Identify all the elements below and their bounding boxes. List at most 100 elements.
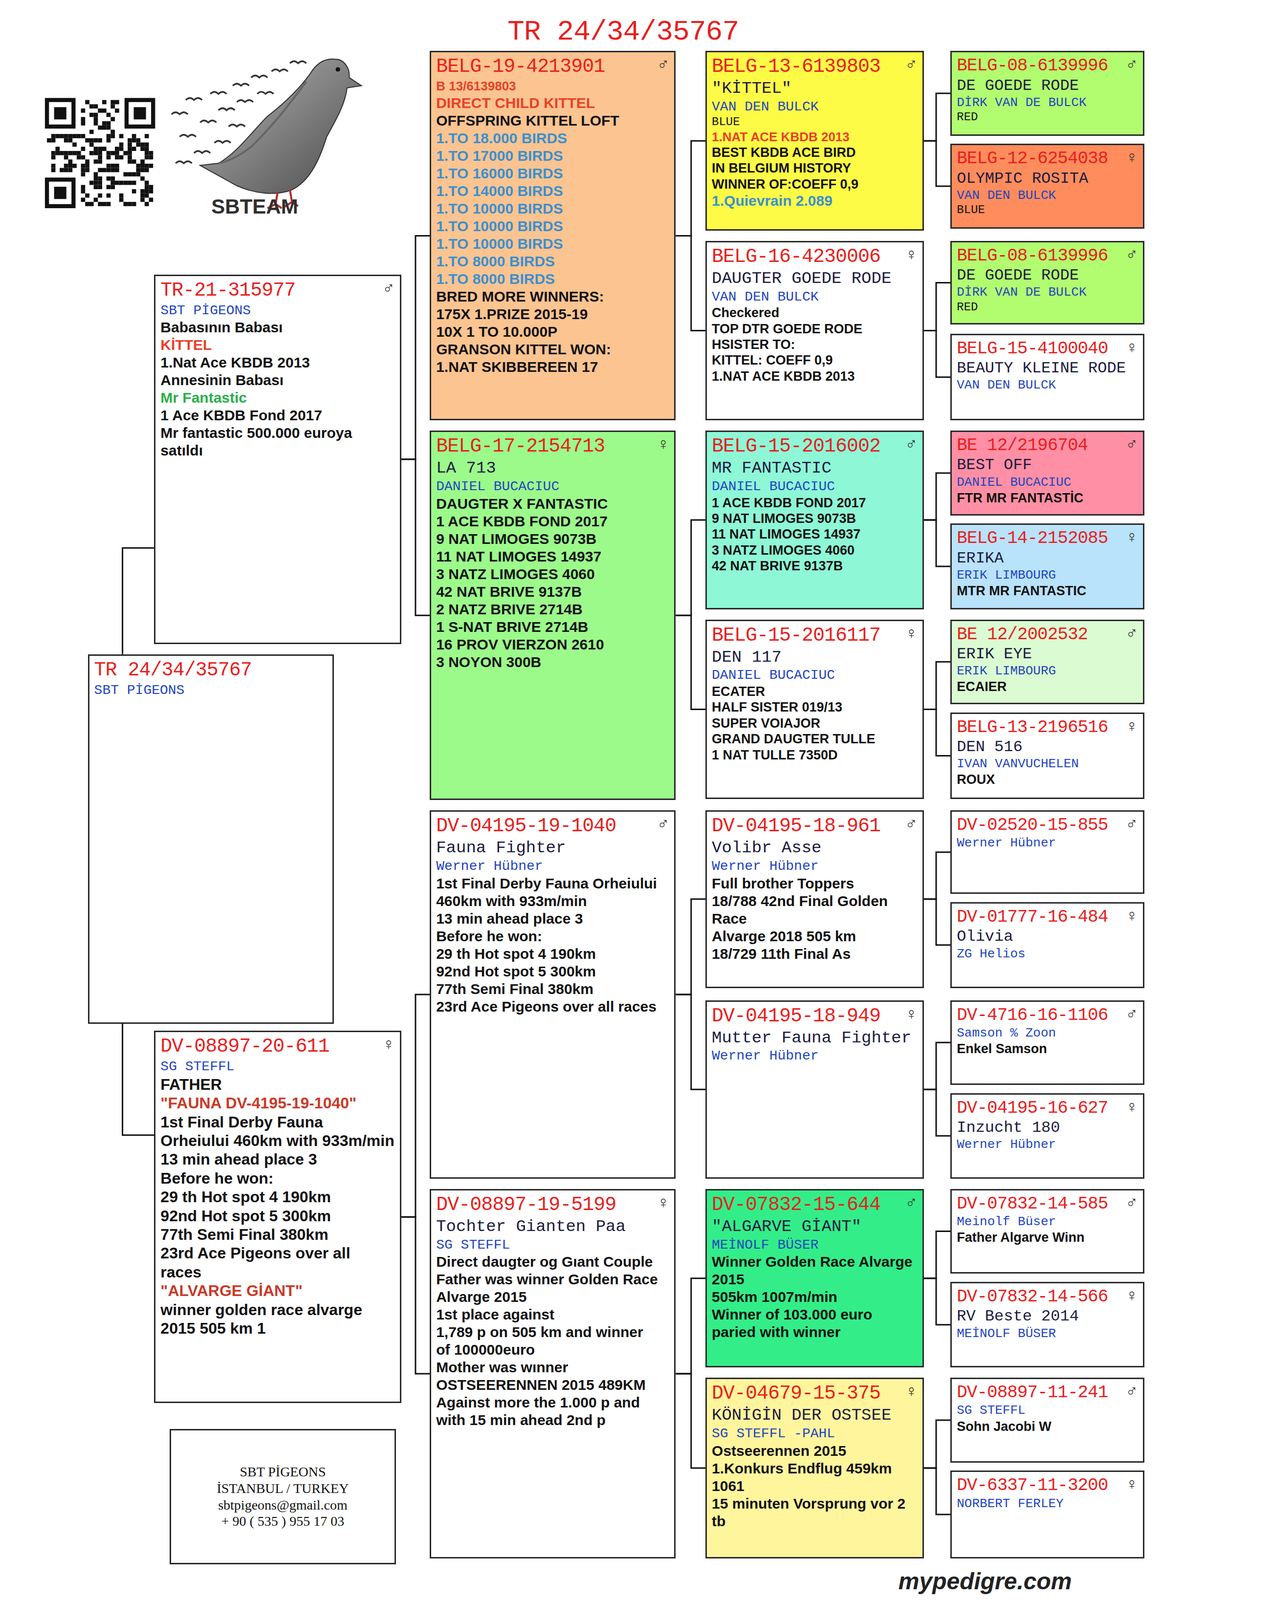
achievement-text: MTR MR FANTASTIC xyxy=(956,583,1139,599)
pedigree-box: DV-04679-15-375♀KÖNİGİN DER OSTSEESG STE… xyxy=(705,1378,924,1559)
achievement-text: Against more the 1.000 p and xyxy=(436,1394,670,1412)
achievement-text: winner golden race alvarge xyxy=(160,1300,395,1320)
ring-number: BELG-16-4230006 xyxy=(711,245,918,269)
achievement-text: SUPER VOIAJOR xyxy=(711,715,918,732)
pigeon-name: "KİTTEL" xyxy=(711,78,918,99)
breeder-name: Werner Hübner xyxy=(711,1048,918,1065)
watermark: mypedigre.com xyxy=(898,1568,1073,1596)
pigeon-name: "ALGARVE GİANT" xyxy=(711,1217,918,1238)
ring-number: BELG-15-4100040 xyxy=(956,338,1139,360)
achievement-text: of 100000euro xyxy=(436,1341,670,1359)
ring-number: DV-01777-16-484 xyxy=(956,906,1139,928)
breeder-name: Werner Hübner xyxy=(956,1137,1139,1153)
achievement-text: HSISTER TO: xyxy=(711,336,918,353)
pedigree-box: BELG-13-6139803♂"KİTTEL"VAN DEN BULCKBLU… xyxy=(705,50,924,231)
pedigree-box: BELG-13-2196516♀DEN 516IVAN VANVUCHELENR… xyxy=(950,712,1145,800)
breeder-name: SG STEFFL xyxy=(160,1058,395,1076)
pigeon-name: MR FANTASTIC xyxy=(711,458,918,479)
sex-symbol: ♀ xyxy=(382,1034,395,1055)
sex-symbol: ♀ xyxy=(904,1381,918,1402)
pigeon-name: DEN 516 xyxy=(956,738,1139,757)
pigeon-name: BEST OFF xyxy=(956,456,1139,475)
achievement-text: 13 min ahead place 3 xyxy=(436,910,670,928)
ring-number: BELG-14-2152085 xyxy=(956,527,1139,549)
pedigree-box: DV-4716-16-1106♂Samson % ZoonEnkel Samso… xyxy=(950,1000,1145,1086)
pigeon-name: ERIKA xyxy=(956,549,1139,569)
pedigree-box: DV-07832-15-644♂"ALGARVE GİANT"MEİNOLF B… xyxy=(705,1189,924,1368)
achievement-text: 42 NAT BRIVE 9137B xyxy=(436,583,670,601)
pedigree-connector xyxy=(122,1024,155,1136)
breeder-name: DANIEL BUCACIUC xyxy=(711,667,918,684)
color-note: RED xyxy=(956,110,1139,125)
ring-number: BE 12/2196704 xyxy=(956,435,1139,457)
achievement-text: Father was winner Golden Race Alvarge 20… xyxy=(436,1271,670,1307)
pigeon-name: KÖNİGİN DER OSTSEE xyxy=(711,1405,918,1426)
achievement-text: 92nd Hot spot 5 300km xyxy=(160,1206,395,1226)
pedigree-box: BELG-14-2152085♀ERIKAERIK LIMBOURGMTR MR… xyxy=(950,523,1145,610)
breeder-name: SG STEFFL -PAHL xyxy=(711,1425,918,1443)
sex-symbol: ♂ xyxy=(1125,434,1139,455)
pedigree-box: BELG-15-2016002♂MR FANTASTICDANIEL BUCAC… xyxy=(705,430,924,610)
breeder-name: VAN DEN BULCK xyxy=(956,188,1139,204)
achievement-text: 3 NATZ LIMOGES 4060 xyxy=(436,565,670,584)
achievement-text: 1st Final Derby Fauna Orheiului 460km wi… xyxy=(436,875,670,911)
achievement-text: Before he won: xyxy=(160,1169,395,1188)
pedigree-connector xyxy=(923,709,951,756)
pedigree-connector xyxy=(675,899,706,995)
achievement-text: 11 NAT LIMOGES 14937 xyxy=(436,547,670,566)
achievement-text: 92nd Hot spot 5 300km xyxy=(436,963,670,981)
breeder-name: VAN DEN BULCK xyxy=(711,288,918,306)
pedigree-box: DV-02520-15-855♂Werner Hübner xyxy=(950,810,1145,895)
qr-code xyxy=(44,97,156,209)
pigeon-name: DE GOEDE RODE xyxy=(956,76,1139,96)
pedigree-box: BE 12/2002532♂ERIK EYEERIK LIMBOURGECAIE… xyxy=(950,619,1145,705)
achievement-text: 3 NOYON 300B xyxy=(436,653,670,672)
pigeon-name: LA 713 xyxy=(436,458,670,479)
achievement-text: Ostseerennen 2015 xyxy=(711,1442,918,1461)
pedigree-connector xyxy=(675,520,706,616)
pedigree-connector xyxy=(675,1278,706,1375)
achievement-text: GRAND DAUGTER TULLE xyxy=(711,731,918,747)
ring-number: BELG-13-2196516 xyxy=(956,717,1139,739)
achievement-text: Checkered xyxy=(711,305,918,321)
achievement-text: 11 NAT LIMOGES 14937 xyxy=(711,526,918,543)
breeder-name: ERIK LIMBOURG xyxy=(956,568,1139,584)
achievement-text: GRANSON KITTEL WON: xyxy=(436,340,670,359)
achievement-text: ECAIER xyxy=(956,679,1139,695)
contact-text: sbtpigeons@gmail.com xyxy=(218,1497,348,1514)
breeder-name: MEİNOLF BÜSER xyxy=(711,1237,918,1254)
achievement-text: FATHER xyxy=(160,1075,395,1095)
highlight-text: 1.NAT ACE KBDB 2013 xyxy=(711,129,918,145)
highlight-text: KİTTEL xyxy=(160,336,395,354)
pedigree-box: BE 12/2196704♂BEST OFFDANIEL BUCACIUCFTR… xyxy=(950,430,1145,516)
ring-number: DV-07832-15-644 xyxy=(711,1193,918,1218)
achievement-text: 29 th Hot spot 4 190km xyxy=(160,1187,395,1207)
ring-number: BE 12/2002532 xyxy=(956,624,1139,646)
result-text: 1.TO 14000 BIRDS xyxy=(436,182,670,200)
color-note: RED xyxy=(956,300,1139,315)
sex-symbol: ♀ xyxy=(904,1004,918,1025)
breeder-name: Samson % Zoon xyxy=(956,1026,1139,1042)
sex-symbol: ♂ xyxy=(657,54,670,75)
result-text: 1.TO 8000 BIRDS xyxy=(436,270,670,288)
breeder-name: SBT PİGEONS xyxy=(94,682,328,700)
logo-text: SBTEAM xyxy=(211,195,298,219)
pigeon-name: Fauna Fighter xyxy=(436,838,670,859)
ring-number: TR 24/34/35767 xyxy=(94,658,328,683)
achievement-text: Before he won: xyxy=(436,927,670,946)
pedigree-connector xyxy=(923,1042,951,1090)
achievement-text: 1 ACE KBDB FOND 2017 xyxy=(436,512,670,531)
ring-number: DV-04195-18-949 xyxy=(711,1005,918,1029)
achievement-text: Mother was wınner xyxy=(436,1358,670,1377)
achievement-text: OSTSEERENNEN 2015 489KM xyxy=(436,1376,670,1395)
breeder-name: SBT PİGEONS xyxy=(160,302,395,320)
breeder-name: DANIEL BUCACIUC xyxy=(956,475,1139,491)
result-text: 1.TO 18.000 BIRDS xyxy=(436,129,670,148)
pigeon-name: Volibr Asse xyxy=(711,838,918,859)
highlight-text: "ALVARGE GİANT" xyxy=(160,1281,395,1301)
sex-symbol: ♂ xyxy=(1125,244,1139,265)
sex-symbol: ♀ xyxy=(1125,1285,1139,1306)
contact-text: SBT PİGEONS xyxy=(239,1464,326,1481)
achievement-text: BRED MORE WINNERS: xyxy=(436,287,670,306)
pedigree-connector xyxy=(923,1420,951,1469)
